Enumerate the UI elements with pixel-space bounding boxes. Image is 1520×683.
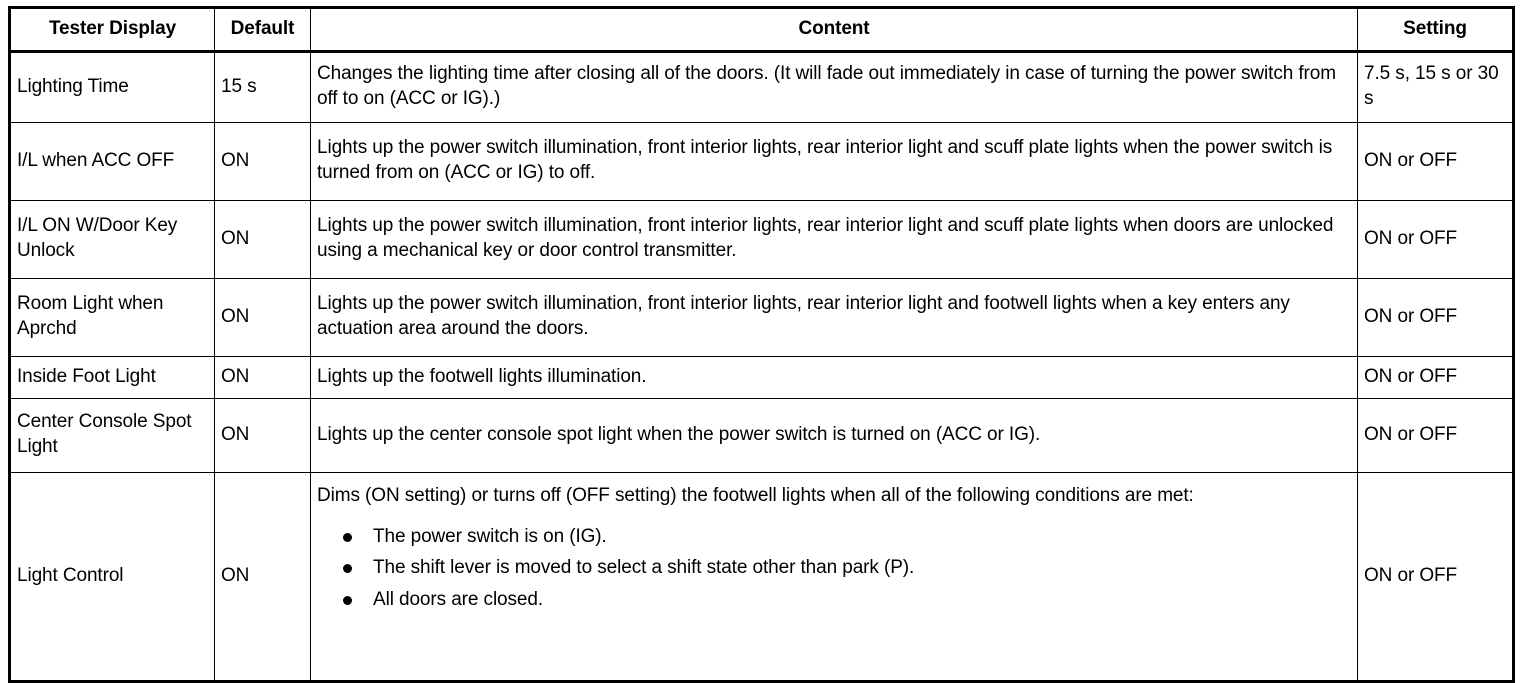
column-header-setting: Setting [1357,7,1514,53]
conditions-list: The power switch is on (IG). The shift l… [317,525,1351,613]
bullet-icon [343,532,352,542]
cell-content: Lights up the power switch illumination,… [310,200,1358,279]
table-row: Light Control ON Dims (ON setting) or tu… [9,472,1514,682]
table-body: Lighting Time 15 s Changes the lighting … [9,51,1514,682]
table-header: Tester Display Default Content Setting [9,7,1514,53]
tester-display-settings-table: Tester Display Default Content Setting L… [8,6,1515,683]
list-item-label: All doors are closed. [373,589,544,611]
cell-tester-display: Inside Foot Light [9,356,215,399]
cell-tester-display: Room Light when Aprchd [9,278,215,357]
cell-default: ON [214,122,311,201]
cell-tester-display: I/L ON W/Door Key Unlock [9,200,215,279]
table-header-row: Tester Display Default Content Setting [9,7,1514,53]
table-row: Lighting Time 15 s Changes the lighting … [9,51,1514,123]
column-header-default: Default [214,7,311,53]
cell-tester-display: Light Control [9,472,215,682]
bullet-icon [343,596,352,606]
table-row: I/L ON W/Door Key Unlock ON Lights up th… [9,200,1514,279]
cell-default: ON [214,356,311,399]
cell-default: ON [214,278,311,357]
column-header-tester-display: Tester Display [9,7,215,53]
table-row: I/L when ACC OFF ON Lights up the power … [9,122,1514,201]
cell-content: Dims (ON setting) or turns off (OFF sett… [310,472,1358,682]
bullet-icon [343,564,352,574]
cell-tester-display: I/L when ACC OFF [9,122,215,201]
cell-content: Lights up the power switch illumination,… [310,122,1358,201]
list-item: The power switch is on (IG). [343,525,1351,550]
cell-default: 15 s [214,51,311,123]
cell-content: Lights up the footwell lights illuminati… [310,356,1358,399]
cell-default: ON [214,200,311,279]
list-item: All doors are closed. [343,588,1351,613]
cell-setting: 7.5 s, 15 s or 30 s [1357,51,1514,123]
list-item-label: The shift lever is moved to select a shi… [373,557,915,579]
column-header-content: Content [310,7,1358,53]
cell-default: ON [214,398,311,473]
cell-content: Lights up the power switch illumination,… [310,278,1358,357]
cell-setting: ON or OFF [1357,398,1514,473]
cell-setting: ON or OFF [1357,278,1514,357]
cell-tester-display: Lighting Time [9,51,215,123]
cell-tester-display: Center Console Spot Light [9,398,215,473]
table-row: Center Console Spot Light ON Lights up t… [9,398,1514,473]
list-item: The shift lever is moved to select a shi… [343,556,1351,581]
content-lead-text: Dims (ON setting) or turns off (OFF sett… [317,485,1194,506]
cell-content: Lights up the center console spot light … [310,398,1358,473]
cell-content: Changes the lighting time after closing … [310,51,1358,123]
cell-setting: ON or OFF [1357,472,1514,682]
table-row: Room Light when Aprchd ON Lights up the … [9,278,1514,357]
cell-setting: ON or OFF [1357,122,1514,201]
document-page: Tester Display Default Content Setting L… [8,6,1515,683]
cell-setting: ON or OFF [1357,356,1514,399]
table-row: Inside Foot Light ON Lights up the footw… [9,356,1514,399]
list-item-label: The power switch is on (IG). [373,525,607,547]
cell-default: ON [214,472,311,682]
cell-setting: ON or OFF [1357,200,1514,279]
